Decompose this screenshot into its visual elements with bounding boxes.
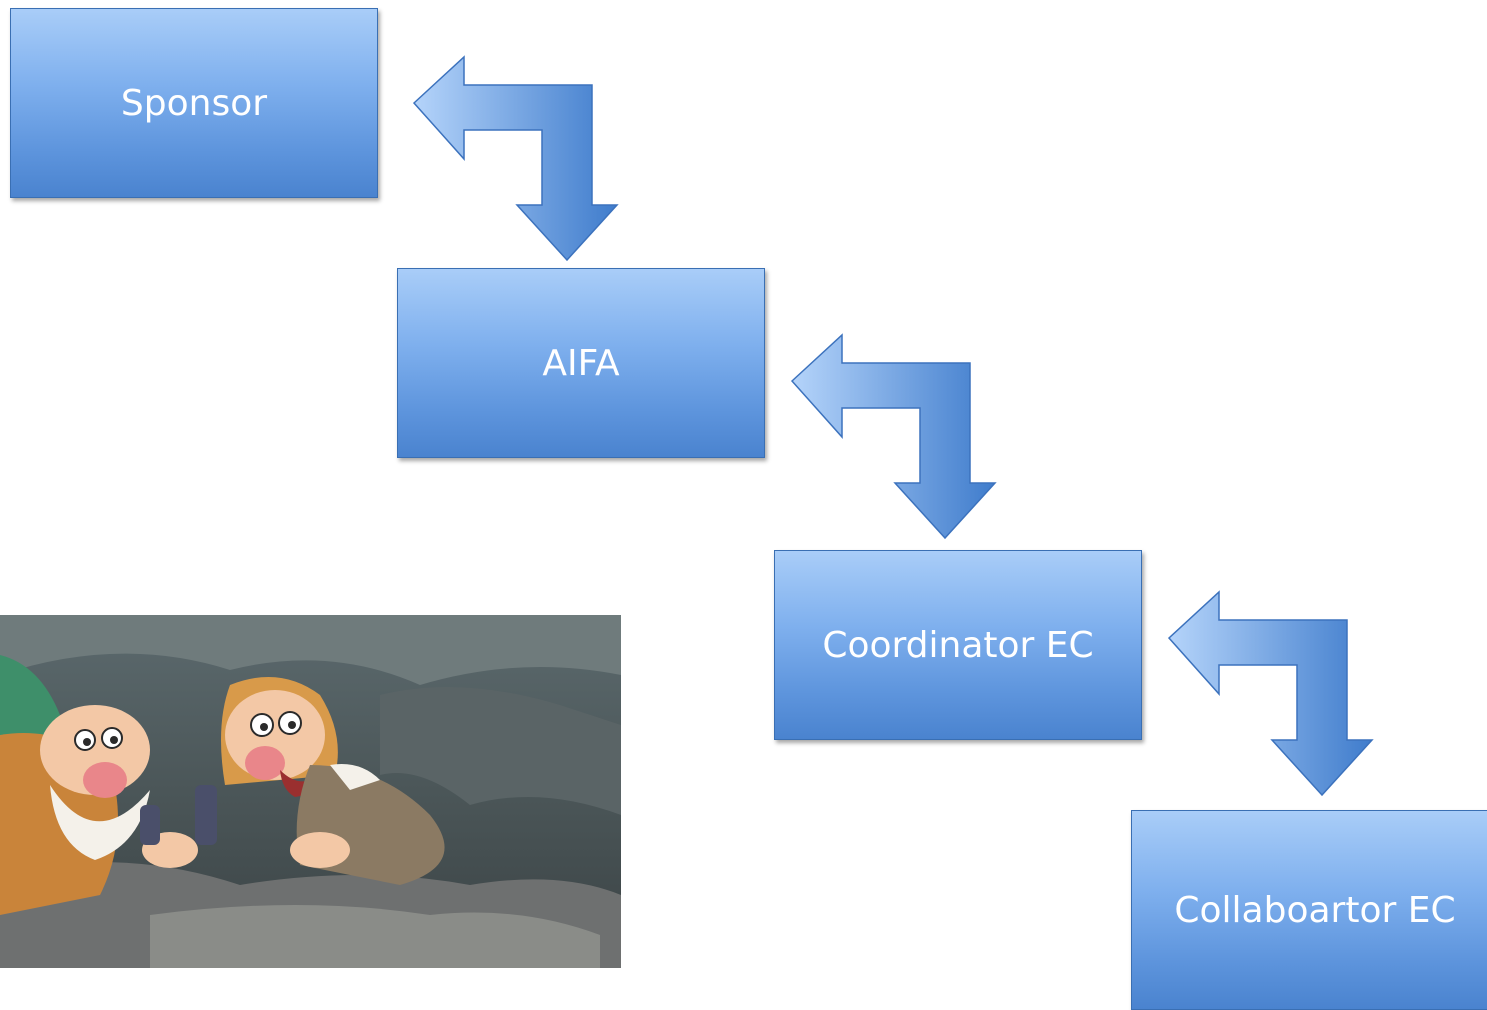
- node-sponsor: Sponsor: [10, 8, 378, 198]
- node-sponsor-label: Sponsor: [120, 82, 268, 124]
- node-coordinator-label: Coordinator EC: [822, 624, 1094, 666]
- node-aifa-label: AIFA: [542, 342, 620, 384]
- cartoon-dwarfs-image: [0, 615, 621, 968]
- node-coordinator: Coordinator EC: [774, 550, 1142, 740]
- node-collaborator: Collaboartor EC: [1131, 810, 1487, 1010]
- cartoon-illustration: [0, 615, 621, 968]
- edge-coordinator-collaborator-arrow: [1167, 590, 1374, 797]
- edge-sponsor-aifa-arrow: [412, 55, 619, 262]
- edge-aifa-coordinator-arrow: [790, 333, 997, 540]
- node-aifa: AIFA: [397, 268, 765, 458]
- node-collaborator-label: Collaboartor EC: [1174, 889, 1456, 931]
